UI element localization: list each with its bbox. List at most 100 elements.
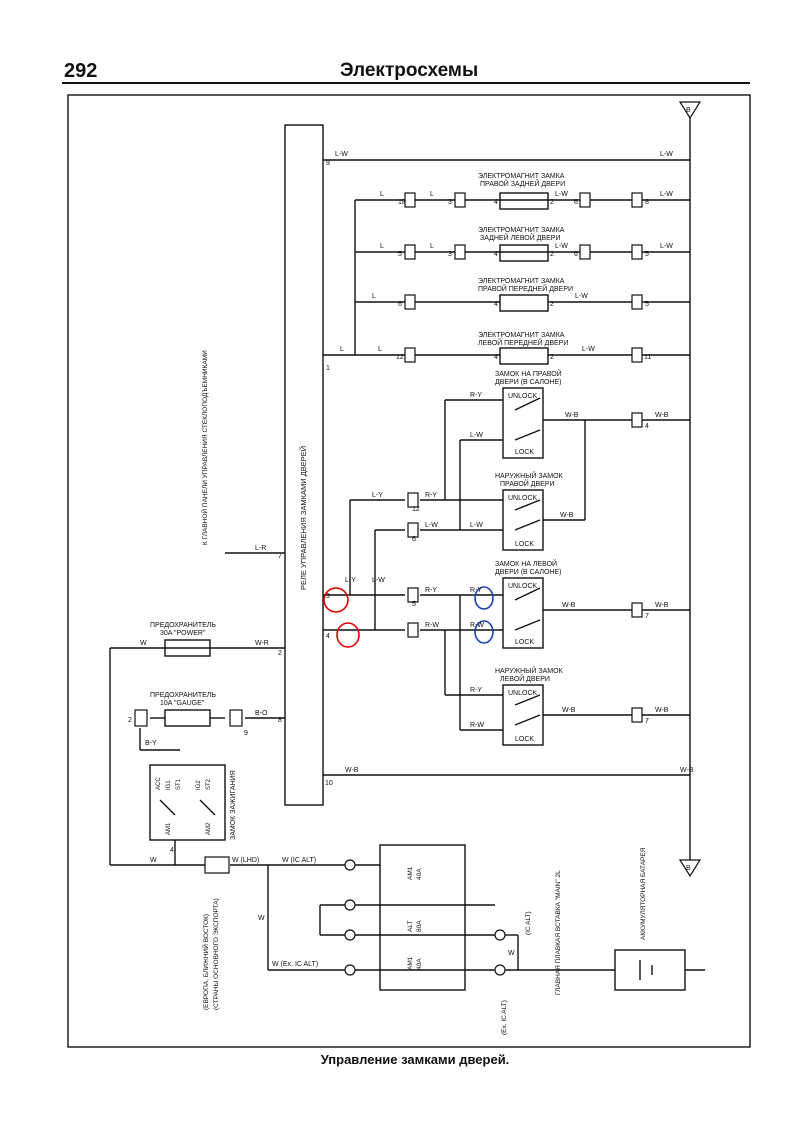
- ignition-ig1: IG1: [166, 780, 172, 790]
- relay-wire-lw2: L-W: [372, 577, 385, 584]
- fuse-box: [379, 844, 466, 991]
- switch-2-title1: НАРУЖНЫЙ ЗАМОК: [495, 471, 564, 480]
- switch-3-title1: ЗАМОК НА ЛЕВОЙ: [495, 559, 557, 568]
- relay-wire-wb: W-B: [345, 767, 359, 774]
- switch-1-in-top: R-Y: [470, 392, 482, 399]
- relay-wire-ry: R-Y: [425, 587, 437, 594]
- actuator-4-left-wire: L: [378, 346, 382, 353]
- relay-label: РЕЛЕ УПРАВЛЕНИЯ ЗАМКАМИ ДВЕРЕЙ: [299, 446, 308, 590]
- switch-4-out: W-B: [562, 707, 576, 714]
- actuator-3-right-wire: L-W: [575, 293, 588, 300]
- fuse-gauge-wire: B-Y: [145, 740, 157, 747]
- annotation-circle-blue-2: [474, 620, 494, 644]
- page-number: 292: [64, 60, 98, 82]
- annotation-circle-red-1: [323, 587, 349, 613]
- connector-b-bottom: [678, 859, 702, 878]
- actuator-2-title1: ЭЛЕКТРОМАГНИТ ЗАМКА: [478, 227, 565, 234]
- relay-pin-1: 1: [326, 365, 330, 372]
- actuator-3-left-wire: L: [372, 293, 376, 300]
- switch-2-in-bot: L-W: [470, 522, 483, 529]
- relay-pin-5: 5: [412, 601, 416, 608]
- actuator-1-title1: ЭЛЕКТРОМАГНИТ ЗАМКА: [478, 173, 565, 180]
- switch-1-unlock: UNLOCK: [508, 393, 538, 400]
- region-note-2: (СТРАНЫ ОСНОВНОГО ЭКСПОРТА): [213, 898, 220, 1010]
- fuse-alt-amp: 80A: [416, 920, 423, 932]
- fuse-gauge-pin-b: 9: [244, 730, 248, 737]
- fuse-am1b-amp: 40A: [416, 958, 423, 970]
- ignition-am1: AM1: [166, 822, 172, 835]
- ignition-switch: [149, 764, 226, 841]
- actuator-3-pin-f: 5: [645, 301, 649, 308]
- actuator-2-title2: ЗАДНЕЙ ЛЕВОЙ ДВЕРИ: [480, 233, 560, 242]
- switch-1-title1: ЗАМОК НА ПРАВОЙ: [495, 369, 562, 378]
- bottom-w-right: W: [508, 950, 515, 957]
- fuse-am1: AM1: [407, 866, 414, 880]
- fuse-power-line2: 30A "POWER": [160, 630, 206, 637]
- actuator-1-right-wire: L-W: [555, 191, 568, 198]
- battery: [614, 949, 686, 991]
- switch-4-unlock: UNLOCK: [508, 690, 538, 697]
- relay-pin-12: 12: [412, 506, 420, 513]
- fuse-am1b: AM1: [407, 956, 414, 970]
- switch-3-title2: ДВЕРИ (В САЛОНЕ): [495, 569, 562, 576]
- switch-2-lock: LOCK: [515, 541, 534, 548]
- actuator-4-title2: ЛЕВОЙ ПЕРЕДНЕЙ ДВЕРИ: [478, 338, 568, 347]
- actuator-3-title2: ПРАВОЙ ПЕРЕДНЕЙ ДВЕРИ: [478, 284, 573, 293]
- actuator-2-left-wire: L: [380, 243, 384, 250]
- relay-wire-lr: L-R: [255, 545, 266, 552]
- actuator-1-pin-d: 2: [550, 199, 554, 206]
- switch-4-out2: W-B: [655, 707, 669, 714]
- actuator-1-title2: ПРАВОЙ ЗАДНЕЙ ДВЕРИ: [480, 179, 565, 188]
- actuator-1-pin-f: 8: [645, 199, 649, 206]
- actuator-4-right-wire: L-W: [582, 346, 595, 353]
- switch-3-in-top: R-Y: [470, 587, 482, 594]
- switch-2-unlock: UNLOCK: [508, 495, 538, 502]
- switch-1-out2: W-B: [655, 412, 669, 419]
- switch-3-pin-out: 7: [645, 613, 649, 620]
- actuator-1-far-wire: L-W: [660, 191, 673, 198]
- page-title: Электросхемы: [340, 60, 479, 81]
- actuator-4-pin-f: 11: [644, 354, 651, 361]
- switch-3-out: W-B: [562, 602, 576, 609]
- fuse-gauge-pin-a: 2: [128, 717, 132, 724]
- relay-wire-top-right: L-W: [660, 151, 673, 158]
- actuator-2-pin-a: 5: [398, 251, 402, 258]
- relay-pin-6: 6: [412, 536, 416, 543]
- actuator-2-pin-b: 3: [448, 251, 452, 258]
- switch-3-in-bot: R-W: [470, 622, 484, 629]
- actuator-3-pin-d: 2: [550, 301, 554, 308]
- switch-1-pin-out: 4: [645, 423, 649, 430]
- ignition-ig2: IG2: [196, 780, 202, 790]
- ignition-acc: ACC: [156, 777, 162, 790]
- annotation-circle-red-2: [336, 622, 360, 648]
- relay-wire-bo: B-O: [255, 710, 268, 717]
- actuator-2-right-wire: L-W: [555, 243, 568, 250]
- bottom-w-vert: W: [258, 915, 265, 922]
- diagram-frame: [67, 94, 751, 1048]
- switch-2-title2: ПРАВОЙ ДВЕРИ: [500, 479, 555, 488]
- ignition-pin: 4: [170, 847, 174, 854]
- relay-wire-top: L-W: [335, 151, 348, 158]
- main-fuse-label: ГЛАВНАЯ ПЛАВКАЯ ВСТАВКА "MAIN" 2L: [555, 870, 562, 995]
- actuator-1-pin-a: 18: [398, 199, 406, 206]
- relay-wire-rw: R-W: [425, 622, 439, 629]
- fuse-alt: ALT: [407, 921, 414, 932]
- actuator-1-left-wire: L: [380, 191, 384, 198]
- actuator-1-pin-e: 6: [574, 199, 578, 206]
- switch-4-pin-out: 7: [645, 718, 649, 725]
- fuse-power-line1: ПРЕДОХРАНИТЕЛЬ: [150, 622, 216, 629]
- switch-4-title2: ЛЕВОЙ ДВЕРИ: [500, 674, 550, 683]
- actuator-1-pin-c: 4: [494, 199, 498, 206]
- actuator-1-pin-b: 3: [448, 199, 452, 206]
- header-rule: [62, 82, 750, 84]
- connector-b-top-label: B: [686, 107, 691, 114]
- switch-4-lock: LOCK: [515, 736, 534, 743]
- connector-b-top: [678, 101, 702, 120]
- switch-3-unlock: UNLOCK: [508, 583, 538, 590]
- fuse-gauge-line1: ПРЕДОХРАНИТЕЛЬ: [150, 692, 216, 699]
- switch-left-inner: [502, 577, 544, 649]
- relay-wire-lw-right: L-W: [425, 522, 438, 529]
- actuator-3-pin-a: 6: [398, 301, 402, 308]
- ignition-st1: ST1: [176, 778, 182, 790]
